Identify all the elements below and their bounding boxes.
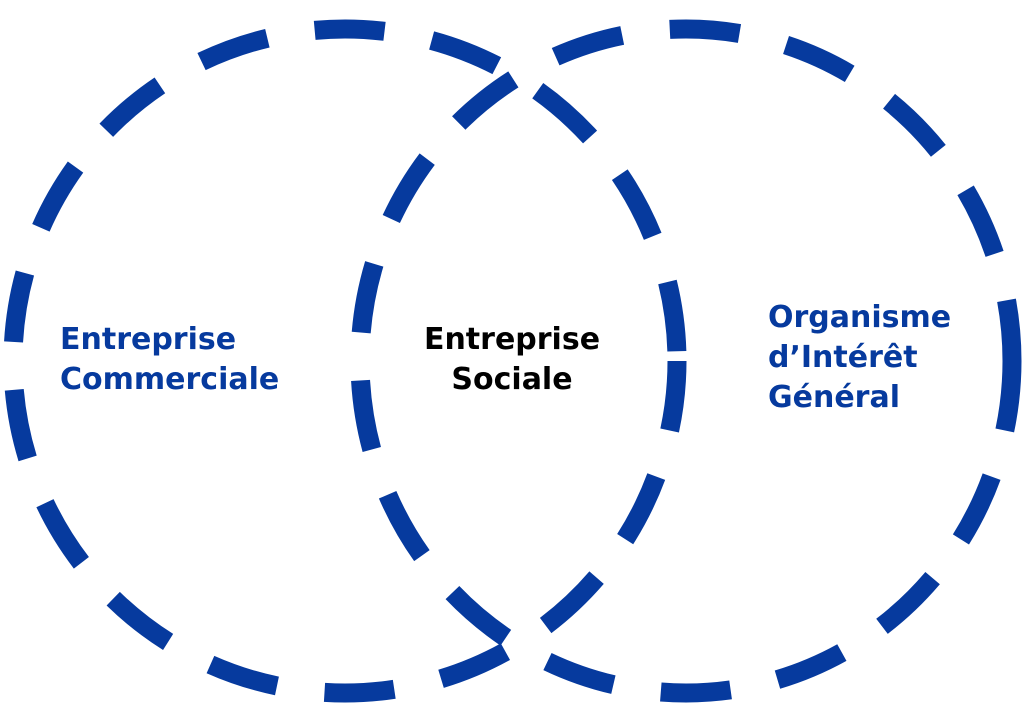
label-entreprise-commerciale: Entreprise Commerciale: [60, 320, 279, 400]
label-line: Général: [768, 380, 900, 415]
label-line: Entreprise: [423, 322, 601, 357]
label-organisme-interet-general: Organisme d’Intérêt Général: [768, 298, 951, 418]
label-line: Organisme: [768, 300, 952, 335]
label-line: d’Intérêt: [768, 340, 918, 375]
circle-entreprise-commerciale: [3, 19, 687, 703]
label-line: Entreprise: [60, 322, 237, 357]
label-entreprise-sociale: Entreprise Sociale: [340, 320, 684, 400]
label-line: Sociale: [451, 362, 573, 397]
circle-organisme-interet-general: [350, 19, 1022, 703]
label-line: Commerciale: [60, 362, 280, 397]
